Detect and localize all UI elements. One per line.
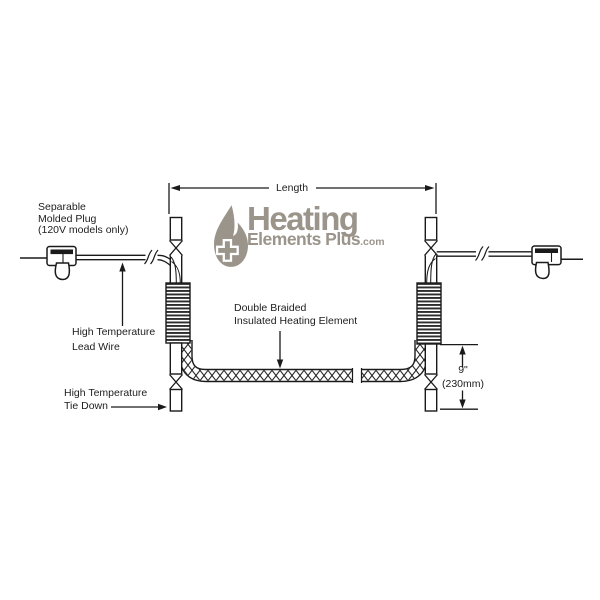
right-wire-break — [475, 246, 490, 261]
right-plug — [436, 245, 583, 280]
heating-element-band — [179, 340, 428, 383]
left-wire — [76, 254, 146, 261]
left-tie-down — [169, 388, 183, 412]
element-arrowhead — [276, 359, 284, 369]
tail-dimension — [440, 343, 478, 410]
element-break-marks — [351, 368, 363, 383]
label-high-temperature-lead-wire: High Temperature Lead Wire — [72, 326, 156, 353]
left-tail-break — [169, 374, 183, 390]
lead-wire-arrowhead — [119, 262, 126, 272]
label-high-temperature-tie-down: High Temperature Tie Down — [64, 387, 148, 412]
right-plug-clip — [534, 261, 550, 280]
left-tube-break — [169, 240, 183, 256]
length-dimension — [168, 183, 437, 214]
right-tube-top — [424, 216, 438, 241]
right-plug-bar — [535, 248, 558, 253]
left-wire-break — [144, 249, 159, 265]
right-tail-break — [424, 374, 438, 390]
right-tube-break — [424, 240, 438, 256]
left-lead-assembly — [165, 216, 191, 412]
label-tail-mm: (230mm) — [441, 378, 484, 390]
left-inner-wires — [170, 256, 181, 284]
tie-down-arrowhead — [158, 403, 167, 411]
tail-arrowhead-up — [459, 345, 466, 355]
label-tail-inches: 9" — [458, 364, 468, 376]
plus-icon — [215, 238, 239, 262]
tail-arrowhead-down — [459, 399, 466, 409]
brand-logo: Heating Elements Plus.com — [214, 200, 394, 267]
right-wire — [436, 251, 476, 257]
right-tube-bottom — [424, 343, 438, 375]
left-plug-clip — [54, 262, 71, 281]
left-plug — [20, 245, 171, 281]
right-inner-wires — [426, 253, 437, 284]
length-arrowhead-left — [170, 185, 180, 191]
left-ferrule — [165, 282, 191, 344]
logo-word-elements-plus: Elements Plus — [247, 229, 361, 249]
logo-word-com: .com — [360, 236, 385, 248]
label-length: Length — [275, 182, 309, 194]
leader-arrows — [111, 262, 284, 411]
left-tube-top — [169, 216, 183, 241]
left-tube-bottom — [169, 342, 183, 375]
flame-icon — [214, 205, 248, 267]
right-tie-down — [424, 388, 438, 412]
left-plug-bar — [50, 249, 73, 255]
label-separable-molded-plug: Separable Molded Plug (120V models only) — [38, 201, 129, 236]
logo-word-heating: Heating — [247, 200, 359, 237]
length-arrowhead-right — [425, 185, 435, 191]
label-double-braided-element: Double Braided Insulated Heating Element — [234, 302, 358, 327]
right-lead-assembly — [416, 216, 442, 412]
right-ferrule — [416, 282, 442, 345]
